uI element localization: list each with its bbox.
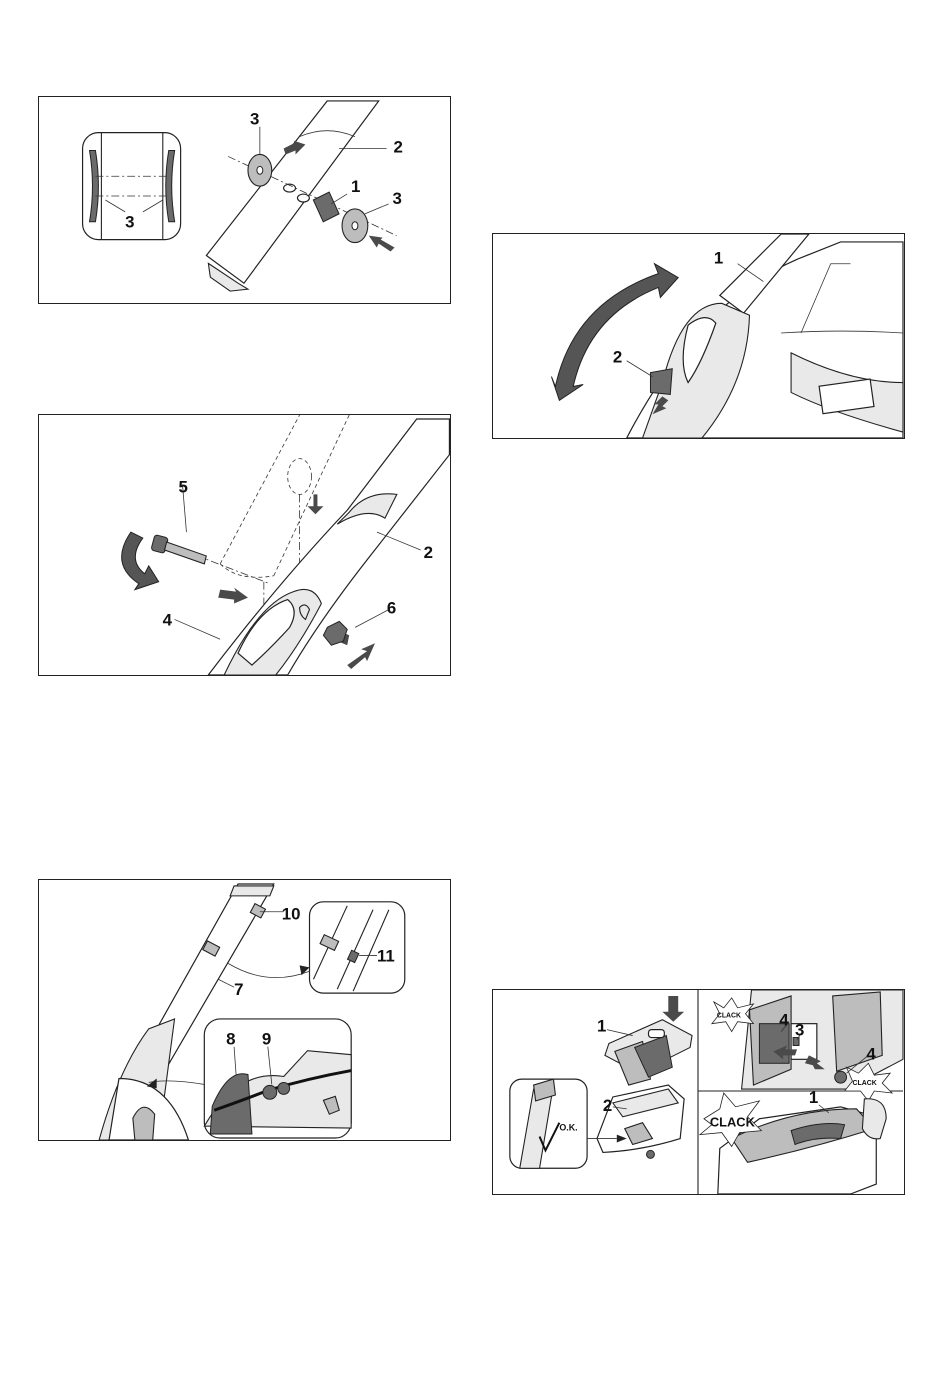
callout-clip-upper: 10: [282, 905, 301, 924]
clack-text-large: CLACK: [710, 1115, 756, 1130]
callout-bracket: 4: [163, 610, 173, 629]
bag-attached-detail: CLACK: [700, 1093, 886, 1194]
figure-grass-bag: O.K. CLACK CLACK CLACK: [492, 989, 905, 1195]
callout-spacer: 1: [351, 177, 360, 196]
callout-cable: 7: [234, 980, 243, 999]
figure-cable-routing: 10 11 7 8 9: [38, 879, 451, 1141]
callout-inset-washers: 3: [125, 213, 134, 232]
clack-text-small-left: CLACK: [717, 1013, 741, 1020]
callout-nut: 6: [387, 598, 396, 617]
figure-handle-spacer: 3 2 1 3 3: [38, 96, 451, 304]
figure-bolt-assembly-drawing: 5 2 6 4: [39, 415, 450, 675]
bag-lid-and-frame: [597, 996, 692, 1158]
figure-bolt-assembly: 5 2 6 4: [38, 414, 451, 676]
figure-handle-spacer-drawing: 3 2 1 3 3: [39, 97, 450, 303]
callout-washer-top: 3: [250, 110, 259, 129]
callout-lever: 2: [613, 348, 622, 367]
callout-hook: 8: [226, 1030, 235, 1049]
figure-handle-adjust-drawing: 1 2: [493, 234, 904, 438]
callout-strain-relief: 9: [262, 1030, 271, 1049]
callout-handle: 1: [714, 249, 723, 268]
figure-grass-bag-drawing: O.K. CLACK CLACK CLACK: [493, 990, 904, 1194]
callout-pin: 3: [795, 1021, 804, 1040]
callout-clip-left: 4: [779, 1011, 789, 1030]
callout-clip-inset: 11: [377, 946, 395, 965]
callout-lid: 1: [597, 1017, 606, 1036]
callout-tube: 2: [424, 543, 433, 562]
callout-lid-attached: 1: [809, 1088, 818, 1107]
callout-bag: 2: [603, 1096, 612, 1115]
figure-handle-adjust: 1 2: [492, 233, 905, 439]
figure-cable-routing-drawing: 10 11 7 8 9: [39, 880, 450, 1140]
callout-washer-right: 3: [393, 189, 402, 208]
clack-text-small-right: CLACK: [852, 1080, 876, 1087]
ok-text: O.K.: [559, 1123, 577, 1133]
callout-tube: 2: [394, 137, 403, 156]
callout-bolt: 5: [179, 477, 188, 496]
callout-clip-right: 4: [866, 1044, 876, 1063]
